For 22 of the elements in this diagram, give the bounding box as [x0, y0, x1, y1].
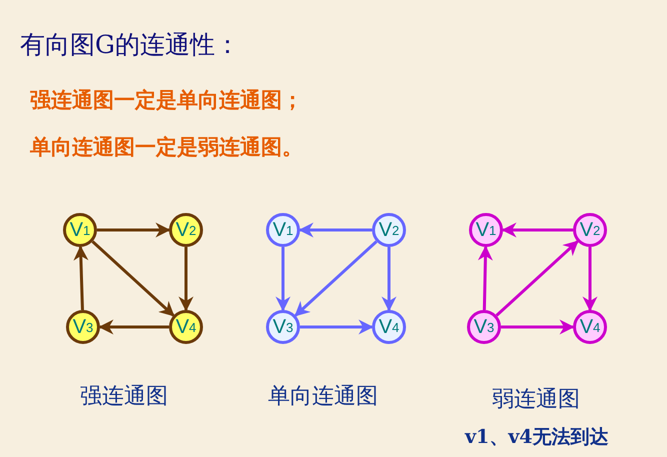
graph-caption: 强连通图	[80, 383, 168, 411]
statement: 单向连通图一定是弱连通图。	[30, 134, 303, 161]
arrow	[98, 320, 169, 334]
arrow	[300, 320, 374, 334]
arrow	[501, 320, 574, 334]
arrow	[73, 246, 88, 310]
title: 有向图G的连通性：	[20, 29, 240, 61]
graph-caption: 单向连通图	[268, 383, 378, 411]
arrow	[582, 247, 598, 312]
arrow	[294, 240, 378, 317]
note: v1、v4无法到达	[465, 425, 609, 450]
arrow	[496, 240, 579, 317]
statement: 强连通图一定是单向连通图；	[30, 87, 303, 114]
arrow	[276, 247, 290, 312]
arrow	[97, 222, 170, 238]
arrow	[382, 247, 396, 312]
arrow	[178, 247, 194, 312]
arrow	[298, 222, 372, 238]
graph-caption: 弱连通图	[492, 386, 580, 414]
arrow	[92, 240, 175, 317]
arrow	[478, 246, 493, 310]
arrow	[502, 222, 573, 238]
